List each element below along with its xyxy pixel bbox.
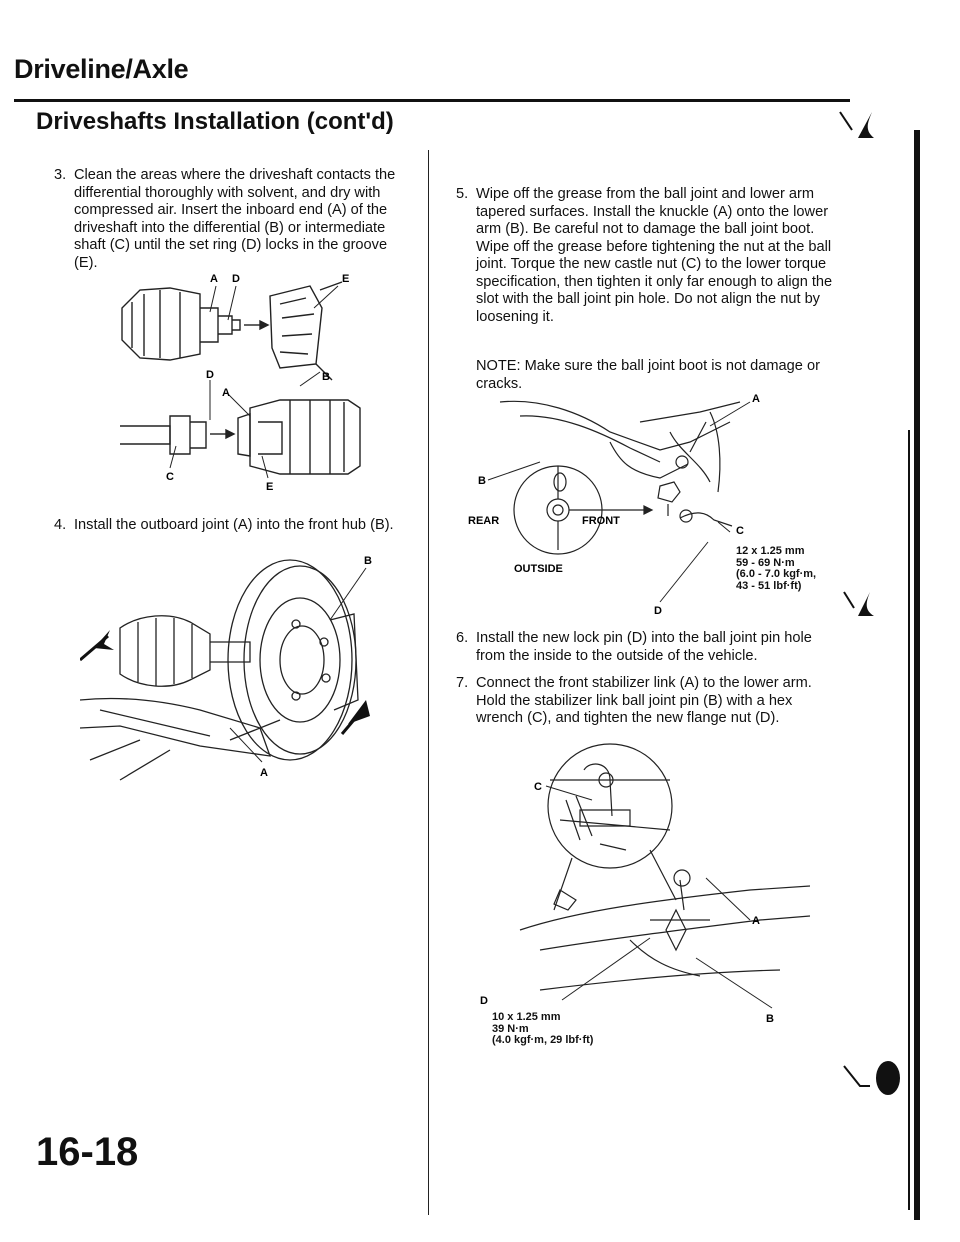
- fig4-label-a: A: [752, 915, 760, 927]
- binding-edge: [914, 130, 920, 1220]
- fig3-label-a: A: [752, 393, 760, 405]
- figure-inboard-joint: A D E D B A C E: [120, 273, 361, 493]
- subsection-title: Driveshafts Installation (cont'd): [36, 108, 394, 135]
- fig1-label-a: A: [210, 273, 218, 285]
- section-title: Driveline/Axle: [14, 54, 189, 84]
- fig1-label-e2: E: [266, 481, 273, 493]
- step-4: 4. Install the outboard joint (A) into t…: [54, 517, 414, 535]
- fig1-label-e: E: [342, 273, 349, 285]
- step-number: 3.: [54, 167, 67, 183]
- fig3-label-d: D: [654, 605, 662, 617]
- fig1-label-a2: A: [222, 387, 230, 399]
- figure-stabilizer-link: A C D B: [480, 743, 811, 1025]
- fig4-torque-spec: 10 x 1.25 mm 39 N·m (4.0 kgf·m, 29 lbf·f…: [492, 1011, 672, 1047]
- step-number: 7.: [456, 675, 469, 691]
- fig1-label-c: C: [166, 471, 174, 483]
- fig1-label-b: B: [322, 371, 330, 383]
- step-5-note: NOTE: Make sure the ball joint boot is n…: [476, 358, 820, 392]
- step-7: 7. Connect the front stabilizer link (A)…: [456, 675, 834, 728]
- fig2-label-b: B: [364, 555, 372, 567]
- fig3-label-c: C: [736, 525, 744, 537]
- spec-line: 43 - 51 lbf·ft): [736, 579, 802, 592]
- step-5: 5. Wipe off the grease from the ball joi…: [456, 186, 834, 326]
- fig3-torque-spec: 12 x 1.25 mm 59 - 69 N·m (6.0 - 7.0 kgf·…: [736, 545, 856, 592]
- binding-edge-thin: [908, 430, 910, 1210]
- fig3-label-outside: OUTSIDE: [514, 563, 563, 575]
- fig4-label-b: B: [766, 1013, 774, 1025]
- column-divider: [428, 150, 429, 1215]
- step-number: 4.: [54, 517, 67, 533]
- header-rule: [14, 99, 850, 102]
- step-text: Install the outboard joint (A) into the …: [74, 517, 394, 533]
- figure-outboard-joint-hub: B A: [80, 555, 372, 781]
- spec-line: 39 N·m: [492, 1022, 529, 1035]
- step-text: Wipe off the grease from the ball joint …: [476, 186, 833, 325]
- page-number: 16-18: [36, 1130, 139, 1174]
- figure-knuckle-lower-arm: A B REAR FRONT OUTSIDE C D: [468, 393, 760, 617]
- fig3-label-rear: REAR: [468, 515, 499, 527]
- corner-mark-bottom: [843, 1061, 900, 1095]
- fig1-label-d: D: [232, 273, 240, 285]
- step-number: 5.: [456, 186, 469, 202]
- spec-line: (4.0 kgf·m, 29 lbf·ft): [492, 1034, 594, 1046]
- fig2-label-a: A: [260, 767, 268, 779]
- step-text: Connect the front stabilizer link (A) to…: [476, 675, 812, 726]
- corner-mark-top: [839, 111, 874, 138]
- spec-line: 10 x 1.25 mm: [492, 1011, 561, 1023]
- step-number: 6.: [456, 630, 469, 646]
- step-3: 3. Clean the areas where the driveshaft …: [54, 167, 414, 272]
- step-6: 6. Install the new lock pin (D) into the…: [456, 630, 834, 665]
- spec-line: 59 - 69 N·m: [736, 556, 795, 569]
- fig4-label-d: D: [480, 995, 488, 1007]
- fig3-label-front: FRONT: [582, 515, 620, 527]
- fig4-label-c: C: [534, 781, 542, 793]
- spec-line: 12 x 1.25 mm: [736, 545, 805, 557]
- corner-mark-mid: [843, 591, 874, 616]
- fig3-label-b: B: [478, 475, 486, 487]
- step-text: Clean the areas where the driveshaft con…: [74, 167, 396, 271]
- spec-line: (6.0 - 7.0 kgf·m,: [736, 568, 817, 580]
- fig1-label-d2: D: [206, 369, 214, 381]
- step-text: Install the new lock pin (D) into the ba…: [476, 630, 812, 664]
